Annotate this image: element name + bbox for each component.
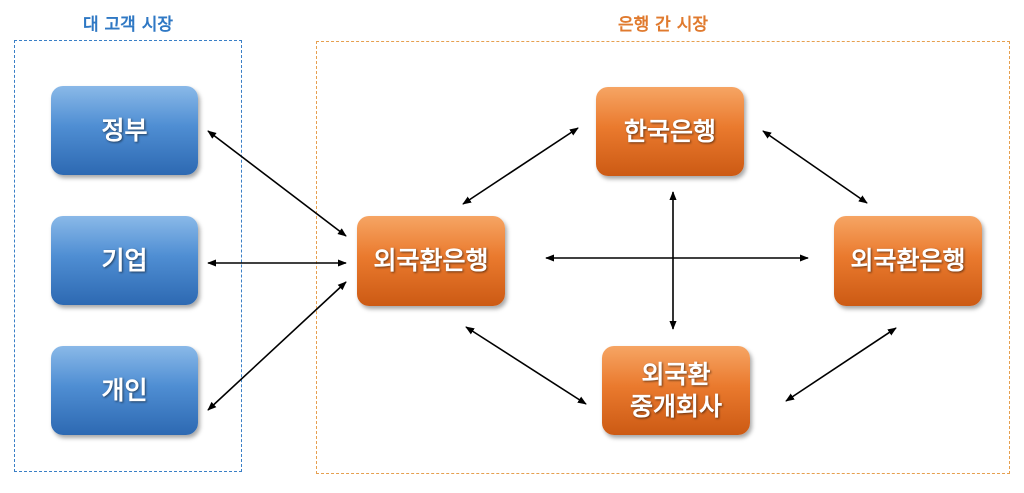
node-fx-bank-left: 외국환은행: [357, 216, 505, 306]
node-government-label: 정부: [101, 115, 148, 145]
node-individual-label: 개인: [101, 375, 148, 405]
arrow-broker-fxbank-right: [785, 327, 897, 402]
arrow-fxbank-bok: [462, 127, 579, 205]
node-fx-broker-label-line1: 외국환: [641, 360, 711, 390]
node-fx-bank-right-label: 외국환은행: [850, 246, 966, 276]
customer-market-title: 대 고객 시장: [82, 15, 174, 35]
node-fx-broker-label-line2: 중개회사: [629, 391, 722, 421]
customer-market-group: [14, 40, 242, 472]
node-government: 정부: [51, 86, 198, 175]
node-fx-bank-right: 외국환은행: [834, 216, 982, 306]
arrow-government-fxbank: [207, 130, 347, 237]
node-bank-of-korea-label: 한국은행: [623, 116, 716, 146]
interbank-market-group: [316, 41, 1010, 474]
node-individual: 개인: [51, 346, 198, 435]
arrow-fxbank-broker: [465, 326, 587, 405]
arrow-individual-fxbank: [207, 281, 347, 411]
node-corporation: 기업: [51, 216, 198, 305]
interbank-market-title: 은행 간 시장: [617, 15, 709, 35]
node-corporation-label: 기업: [101, 245, 148, 275]
node-bank-of-korea: 한국은행: [596, 87, 744, 176]
node-fx-bank-left-label: 외국환은행: [373, 246, 489, 276]
node-fx-broker: 외국환 중개회사: [602, 346, 750, 435]
arrow-bok-fxbank-right: [762, 130, 868, 204]
